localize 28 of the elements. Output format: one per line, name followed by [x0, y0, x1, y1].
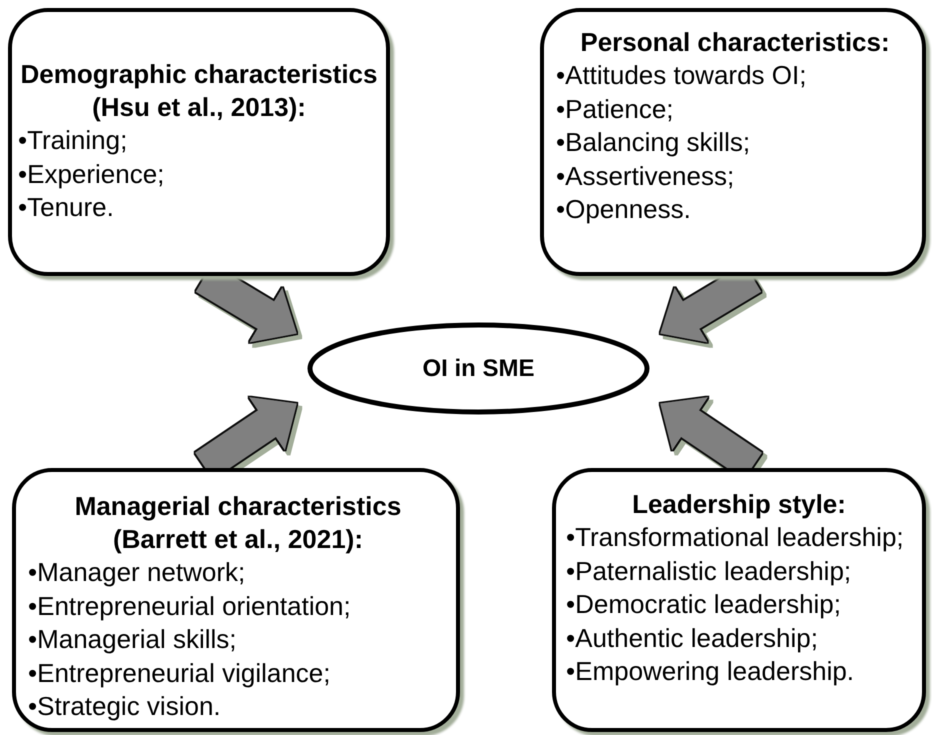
bullet-item: •Authentic leadership;: [566, 622, 819, 654]
bullet-item: •Entrepreneurial orientation;: [28, 590, 352, 622]
box-heading: Personal characteristics:: [579, 26, 891, 59]
bullet-item: •Balancing skills;: [556, 126, 752, 159]
box-heading: Leadership style:: [631, 488, 847, 521]
bullet-item: •Patience;: [556, 92, 675, 126]
ellipse-node: [307, 322, 650, 415]
bullet-item: •Paternalistic leadership;: [566, 554, 852, 588]
bullet-item: •Strategic vision.: [28, 690, 222, 723]
rounded-box: [8, 8, 390, 276]
rounded-box: [12, 468, 460, 732]
bullet-item: •Tenure.: [18, 191, 115, 224]
bullet-item: •Assertiveness;: [556, 160, 736, 192]
bullet-item: •Experience;: [18, 158, 166, 190]
rounded-box: [540, 8, 926, 276]
bullet-item: •Manager network;: [28, 556, 246, 589]
bullet-item: •Attitudes towards OI;: [556, 59, 808, 92]
bullet-item: •Democratic leadership;: [566, 588, 842, 621]
box-heading: Managerial characteristics (Barrett et al., 2021):: [74, 490, 402, 556]
bullet-item: •Managerial skills;: [28, 623, 238, 656]
bullet-item: •Openness.: [556, 193, 692, 226]
bullet-item: •Transformational leadership;: [566, 521, 905, 554]
node-label: OI in SME: [422, 354, 534, 382]
rounded-box: [552, 468, 926, 732]
bullet-item: •Entrepreneurial vigilance;: [28, 656, 332, 690]
bullet-item: •Empowering leadership.: [566, 655, 856, 688]
bullet-item: •Training;: [18, 124, 128, 157]
box-heading: Demographic characteristics (Hsu et al., 2013):: [20, 58, 378, 124]
